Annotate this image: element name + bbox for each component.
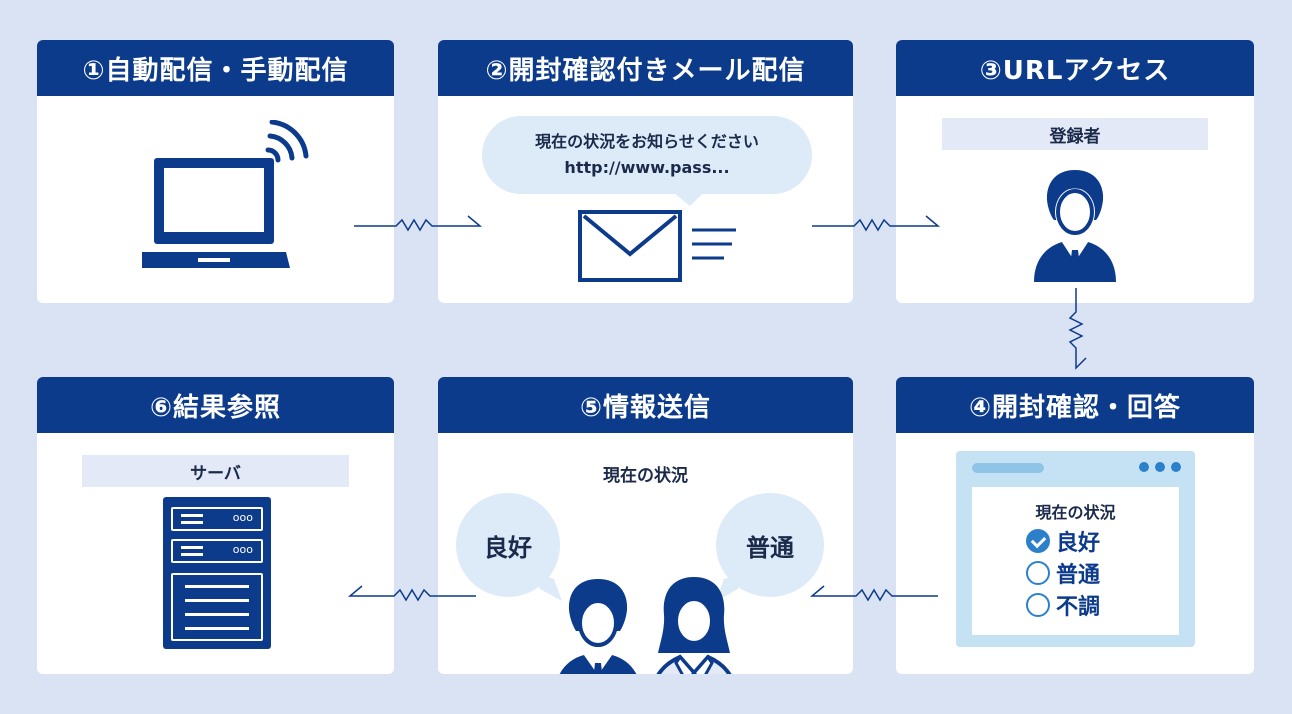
registrant-tag: 登録者: [942, 118, 1208, 150]
option-label-3: 不調: [1056, 595, 1101, 620]
bubble-normal: 普通: [716, 493, 824, 597]
step-card-2: ②開封確認付きメール配信 現在の状況をお知らせください http://www.p…: [438, 40, 853, 303]
step-title-6: ⑥結果参照: [37, 377, 394, 433]
status-caption: 現在の状況: [603, 466, 688, 486]
laptop-icon: [142, 120, 309, 268]
browser-address-bar: [972, 463, 1044, 473]
businesswoman-icon: [656, 577, 732, 674]
form-title: 現在の状況: [1035, 503, 1116, 522]
arrow-2-to-3: [812, 215, 941, 232]
step-title-1: ①自動配信・手動配信: [37, 40, 394, 96]
option-row-2[interactable]: 普通: [1026, 557, 1100, 589]
form-panel: 現在の状況 良好 普通 不調: [972, 487, 1179, 635]
arrow-5-to-6: [347, 585, 476, 602]
server-dots-1: ooo: [232, 511, 253, 524]
check-circle-icon[interactable]: [1026, 529, 1050, 553]
radio-circle-icon[interactable]: [1026, 593, 1050, 617]
mail-icon: [578, 210, 736, 282]
server-unit-1: ooo: [171, 507, 263, 531]
step-title-3: ③URLアクセス: [896, 40, 1254, 96]
businessman-icon: [559, 579, 637, 674]
server-tag: サーバ: [82, 455, 349, 487]
bubble-good-tail: [534, 573, 562, 601]
browser-dots: [1139, 462, 1181, 472]
bubble-line-1: 現在の状況をお知らせください: [535, 132, 759, 151]
step-title-5: ⑤情報送信: [438, 377, 853, 433]
arrow-4-to-5: [809, 585, 938, 602]
bubble-normal-tail: [716, 573, 744, 601]
step-card-6: ⑥結果参照 サーバ ooo ooo: [37, 377, 394, 674]
bubble-normal-label: 普通: [746, 533, 794, 562]
radio-circle-icon[interactable]: [1026, 561, 1050, 585]
bubble-line-2: http://www.pass...: [564, 158, 730, 177]
option-row-1[interactable]: 良好: [1026, 525, 1100, 557]
bubble-tail: [668, 188, 708, 206]
arrow-1-to-2: [354, 215, 483, 232]
step-title-2: ②開封確認付きメール配信: [438, 40, 853, 96]
step-title-4: ④開封確認・回答: [896, 377, 1254, 433]
arrow-3-to-4: [1068, 288, 1087, 370]
option-label-2: 普通: [1056, 563, 1101, 588]
businessman-icon: [1034, 170, 1116, 282]
option-label-1: 良好: [1056, 531, 1101, 556]
server-icon: ooo ooo: [163, 497, 271, 649]
wifi-icon: [265, 120, 309, 163]
speech-bubble: 現在の状況をお知らせください http://www.pass...: [482, 116, 812, 194]
step-card-3: ③URLアクセス 登録者: [896, 40, 1254, 303]
server-unit-2: ooo: [171, 539, 263, 563]
server-unit-3: [171, 573, 263, 641]
server-dots-2: ooo: [232, 543, 253, 556]
browser-window: 現在の状況 良好 普通 不調: [956, 451, 1195, 647]
step-card-5: ⑤情報送信 現在の状況 良好 普通: [438, 377, 853, 674]
step-card-4: ④開封確認・回答 現在の状況 良好 普通: [896, 377, 1254, 674]
option-row-3[interactable]: 不調: [1026, 589, 1100, 621]
bubble-good-label: 良好: [484, 533, 532, 562]
step-card-1: ①自動配信・手動配信: [37, 40, 394, 303]
